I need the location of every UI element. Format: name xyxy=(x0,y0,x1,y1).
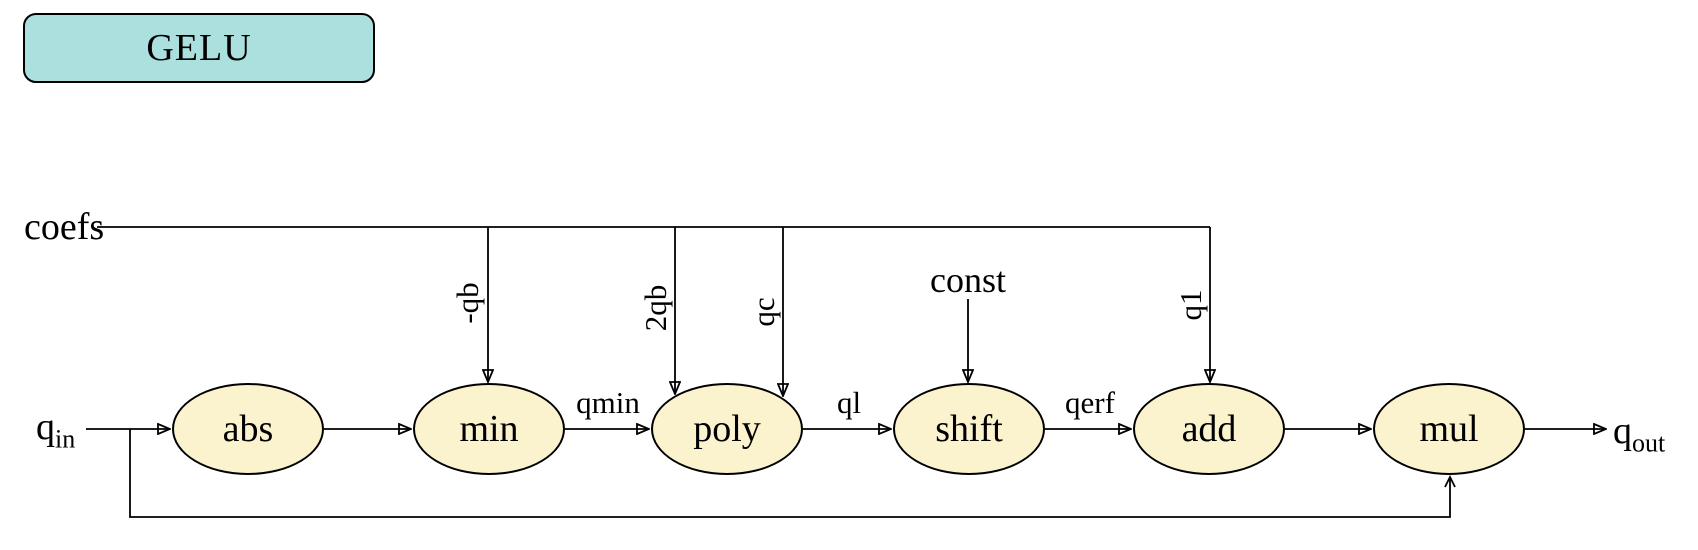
drop-label-minus-qb: -qb xyxy=(450,282,485,324)
input-label-sub: in xyxy=(55,424,76,454)
gelu-title-label: GELU xyxy=(146,27,252,69)
output-label-sub: out xyxy=(1632,428,1666,458)
node-mul: mul xyxy=(1373,383,1525,475)
drop-label-qc: qc xyxy=(746,297,781,327)
output-label-base: q xyxy=(1613,410,1632,452)
drop-label-2qb: 2qb xyxy=(638,284,673,332)
edge-label-ql: ql xyxy=(836,385,862,420)
node-min-label: min xyxy=(459,408,519,450)
input-label-base: q xyxy=(36,406,55,448)
coefs-label: coefs xyxy=(24,206,105,248)
node-poly-label: poly xyxy=(693,408,761,450)
edge-label-qerf: qerf xyxy=(1065,385,1115,420)
node-shift-label: shift xyxy=(935,408,1003,450)
output-label: qout xyxy=(1613,409,1665,456)
node-shift: shift xyxy=(893,383,1045,475)
node-add: add xyxy=(1133,383,1285,475)
drop-label-q1: q1 xyxy=(1173,289,1208,321)
node-mul-label: mul xyxy=(1419,408,1479,450)
node-min: min xyxy=(413,383,565,475)
const-label: const xyxy=(930,260,1006,300)
node-add-label: add xyxy=(1181,408,1237,450)
gelu-title-box: GELU xyxy=(23,13,375,83)
node-poly: poly xyxy=(651,383,803,475)
input-label: qin xyxy=(36,405,75,452)
node-abs-label: abs xyxy=(222,408,274,450)
node-abs: abs xyxy=(172,383,324,475)
edge-label-qmin: qmin xyxy=(576,385,640,420)
edge-qin-bypass-mul xyxy=(129,429,1450,518)
